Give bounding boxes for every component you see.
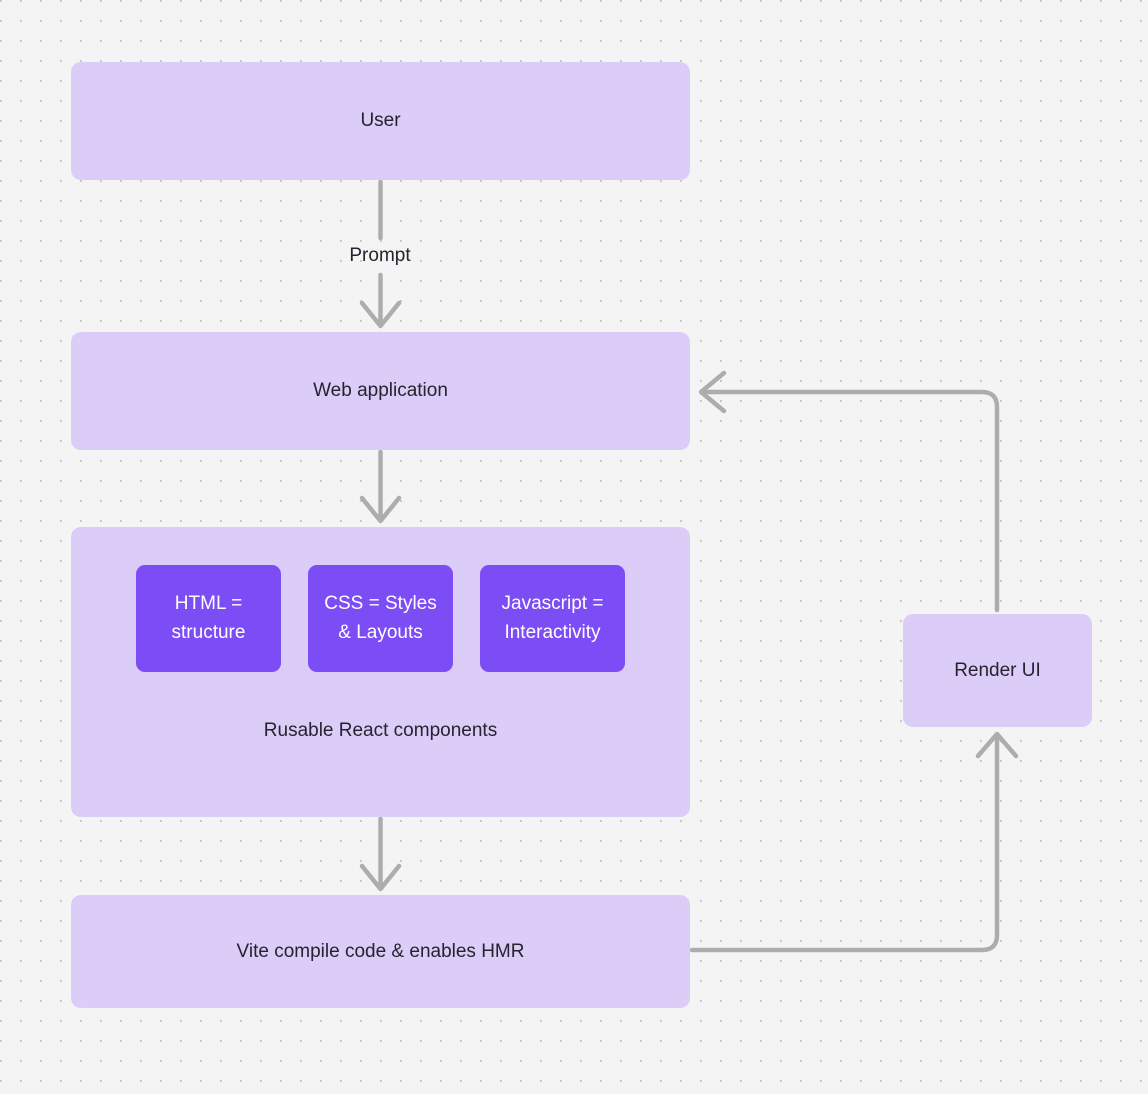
node-vite-label: Vite compile code & enables HMR [236, 940, 525, 962]
node-user-label: User [360, 110, 401, 132]
edge-vite-to-render-arrowhead [975, 731, 1019, 759]
sub-node-html[interactable]: HTML = structure [136, 565, 281, 672]
edge-components-to-vite-arrowhead [359, 863, 402, 892]
sub-node-css[interactable]: CSS = Styles & Layouts [308, 565, 453, 672]
edge-render-to-webapp-line [703, 389, 1000, 613]
node-components-container[interactable]: HTML = structure CSS = Styles & Layouts … [71, 527, 690, 817]
edge-vite-to-render-line [689, 735, 1000, 953]
node-vite[interactable]: Vite compile code & enables HMR [71, 895, 690, 1008]
node-web-application-label: Web application [313, 380, 448, 402]
edge-webapp-to-components-arrowhead [359, 495, 402, 524]
node-web-application[interactable]: Web application [71, 332, 690, 450]
node-render-ui-label: Render UI [954, 659, 1041, 681]
edge-label-prompt: Prompt [349, 245, 411, 266]
edge-user-to-webapp-arrowhead [359, 300, 402, 329]
node-render-ui[interactable]: Render UI [903, 614, 1092, 727]
node-user[interactable]: User [71, 62, 690, 180]
components-row: HTML = structure CSS = Styles & Layouts … [71, 565, 690, 672]
sub-node-javascript[interactable]: Javascript = Interactivity [480, 565, 625, 672]
edge-render-to-webapp-arrowhead [698, 370, 727, 414]
components-caption: Rusable React components [263, 720, 498, 741]
